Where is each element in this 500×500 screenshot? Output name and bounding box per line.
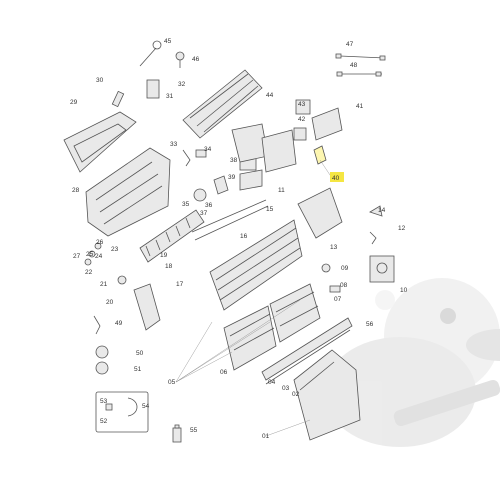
- part-33-34-clips: [182, 149, 207, 167]
- label-41: 41: [356, 103, 364, 110]
- label-21: 21: [100, 281, 108, 288]
- part-56-04-louvers: [261, 317, 353, 385]
- label-08: 08: [340, 282, 348, 289]
- label-24: 24: [95, 253, 103, 260]
- label-37: 37: [200, 210, 208, 217]
- part-05-06-filters: [223, 283, 321, 371]
- label-09: 09: [341, 265, 349, 272]
- label-18: 18: [165, 263, 173, 270]
- part-01-02-03-panel: [293, 349, 361, 441]
- label-13: 13: [330, 244, 338, 251]
- label-46: 46: [192, 56, 200, 63]
- label-19: 19: [160, 252, 168, 259]
- part-36-37-bearings: [193, 175, 229, 202]
- label-29: 29: [70, 99, 78, 106]
- part-31-bracket: [146, 79, 160, 99]
- label-12: 12: [398, 225, 406, 232]
- label-26: 26: [96, 239, 104, 246]
- part-20-21-22-left-parts: [84, 242, 161, 331]
- label-14: 14: [378, 207, 386, 214]
- part-11-front-panel: [297, 187, 343, 239]
- label-04: 04: [268, 379, 276, 386]
- part-47-48-cables: [335, 53, 386, 77]
- label-50: 50: [136, 350, 144, 357]
- label-48: 48: [350, 62, 358, 69]
- label-10: 10: [400, 287, 408, 294]
- label-39: 39: [228, 174, 236, 181]
- label-11: 11: [278, 187, 285, 194]
- part-32-motor-cover: [182, 69, 263, 139]
- label-07: 07: [334, 296, 342, 303]
- label-55: 55: [190, 427, 198, 434]
- label-23: 23: [111, 246, 119, 253]
- label-20: 20: [106, 299, 114, 306]
- duck-mascot-icon: [324, 278, 500, 447]
- label-03: 03: [282, 385, 290, 392]
- label-54: 54: [142, 403, 150, 410]
- label-05: 05: [168, 379, 176, 386]
- part-52-53-54-kit: [95, 391, 149, 433]
- label-47: 47: [346, 41, 354, 48]
- label-53: 53: [100, 398, 108, 405]
- label-02: 02: [292, 391, 300, 398]
- label-16: 16: [240, 233, 248, 240]
- label-35: 35: [182, 201, 190, 208]
- label-43: 43: [298, 101, 306, 108]
- label-32: 32: [178, 81, 186, 88]
- label-40: 40: [332, 175, 340, 182]
- highlight-40: [330, 172, 344, 182]
- label-27: 27: [73, 253, 81, 260]
- part-55-bottle: [172, 424, 182, 443]
- part-35-fan-rotor: [139, 209, 205, 263]
- label-17: 17: [176, 281, 184, 288]
- label-31: 31: [166, 93, 174, 100]
- label-44: 44: [266, 92, 274, 99]
- label-22: 22: [85, 269, 93, 276]
- label-28: 28: [72, 187, 80, 194]
- label-45: 45: [164, 38, 172, 45]
- label-34: 34: [204, 146, 212, 153]
- part-41-pcb: [311, 107, 343, 141]
- label-33: 33: [170, 141, 178, 148]
- part-44-43-42-boards: [231, 99, 311, 173]
- part-07-frame: [209, 219, 303, 311]
- label-36: 36: [205, 202, 213, 209]
- label-15: 15: [266, 206, 274, 213]
- label-49: 49: [115, 320, 123, 327]
- label-51: 51: [134, 366, 142, 373]
- part-14-12-small-parts: [369, 205, 383, 245]
- label-06: 06: [220, 369, 228, 376]
- label-30: 30: [96, 77, 104, 84]
- part-09-08-10-parts: [321, 255, 395, 293]
- label-42: 42: [298, 116, 306, 123]
- part-labels: 45 46 47 48 30 32 31 29 44 43 41 42 33 3…: [70, 38, 408, 440]
- part-29-frame: [63, 111, 137, 173]
- part-15-16-18-19-guides: [191, 199, 269, 241]
- label-01: 01: [262, 433, 270, 440]
- part-46-screw: [175, 51, 185, 68]
- part-49-50-51-small-parts: [93, 315, 109, 375]
- part-30-sensor: [111, 90, 125, 108]
- part-45-cable: [139, 40, 162, 67]
- part-28-chassis: [85, 147, 171, 237]
- label-38: 38: [230, 157, 238, 164]
- label-25: 25: [86, 251, 94, 258]
- label-52: 52: [100, 418, 108, 425]
- part-38-39-covers: [239, 157, 263, 191]
- part-40-component: [313, 145, 327, 165]
- label-56: 56: [366, 321, 374, 328]
